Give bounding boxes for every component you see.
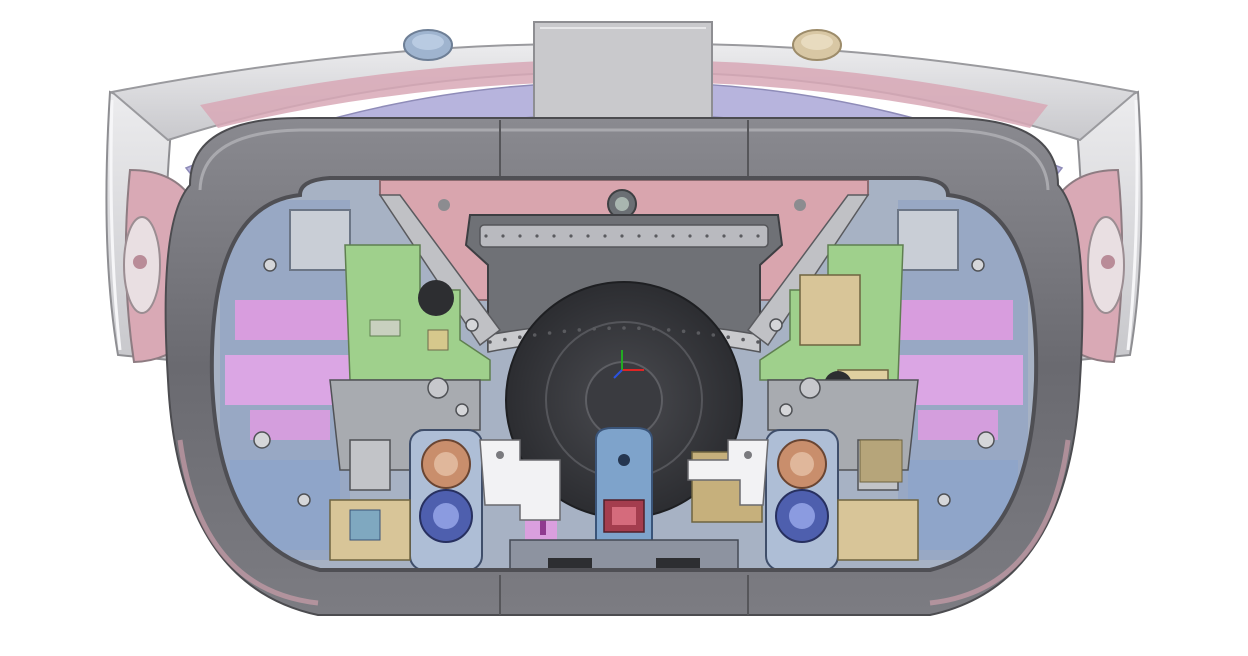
- rivet: [620, 234, 624, 238]
- rivet: [501, 234, 505, 238]
- rivet: [569, 234, 573, 238]
- proximity-sensor-bracket: [595, 427, 653, 561]
- rivet: [637, 234, 641, 238]
- rivet: [688, 234, 692, 238]
- rivet: [739, 234, 743, 238]
- lower-left-bracket: [329, 499, 411, 561]
- left-lens-assembly: [409, 429, 483, 570]
- rivet: [654, 234, 658, 238]
- lower-right-bracket: [837, 439, 919, 561]
- rivet: [488, 340, 492, 344]
- rivet: [722, 234, 726, 238]
- rivet: [671, 234, 675, 238]
- right-lens-assembly: [765, 429, 839, 570]
- left-grey-bracket: [329, 377, 481, 491]
- rivet: [592, 327, 596, 331]
- left-metal-clip: [479, 439, 561, 521]
- left-frame: [220, 200, 365, 560]
- rivet: [652, 327, 656, 331]
- nose-plate-rivets: [484, 234, 760, 344]
- rivet: [756, 340, 760, 344]
- rivet: [603, 234, 607, 238]
- rivet: [577, 328, 582, 332]
- rivet: [637, 326, 641, 331]
- top-shell: [109, 42, 1139, 197]
- rivet: [586, 234, 590, 238]
- rivet: [666, 328, 671, 332]
- rivet: [741, 337, 745, 342]
- rivet: [562, 329, 567, 334]
- screws: [253, 258, 995, 507]
- volume-button[interactable]: [403, 29, 453, 61]
- cavity-rim: [209, 176, 1039, 572]
- rivet: [503, 337, 507, 342]
- rivet: [622, 326, 626, 330]
- rivet: [547, 331, 552, 335]
- rivet: [681, 329, 686, 334]
- top-strap-connector: [533, 21, 713, 121]
- rivet: [705, 234, 709, 238]
- rivet: [607, 326, 611, 331]
- internal-components: [211, 178, 1037, 570]
- right-metal-clip: [687, 439, 769, 506]
- left-pcb: [344, 244, 491, 381]
- rivet: [552, 234, 556, 238]
- rivet: [535, 234, 539, 238]
- rivet: [518, 335, 522, 340]
- power-button[interactable]: [792, 29, 842, 61]
- rivet: [518, 234, 522, 238]
- xyz-axis-icon: [613, 350, 644, 379]
- rivet: [726, 335, 730, 340]
- rivet: [484, 234, 488, 238]
- rivet: [756, 234, 760, 238]
- rivet: [696, 331, 701, 335]
- rivet: [532, 333, 537, 337]
- front-camera: [607, 189, 637, 219]
- bottom-mount-plate: [509, 539, 739, 570]
- rivet: [711, 333, 716, 337]
